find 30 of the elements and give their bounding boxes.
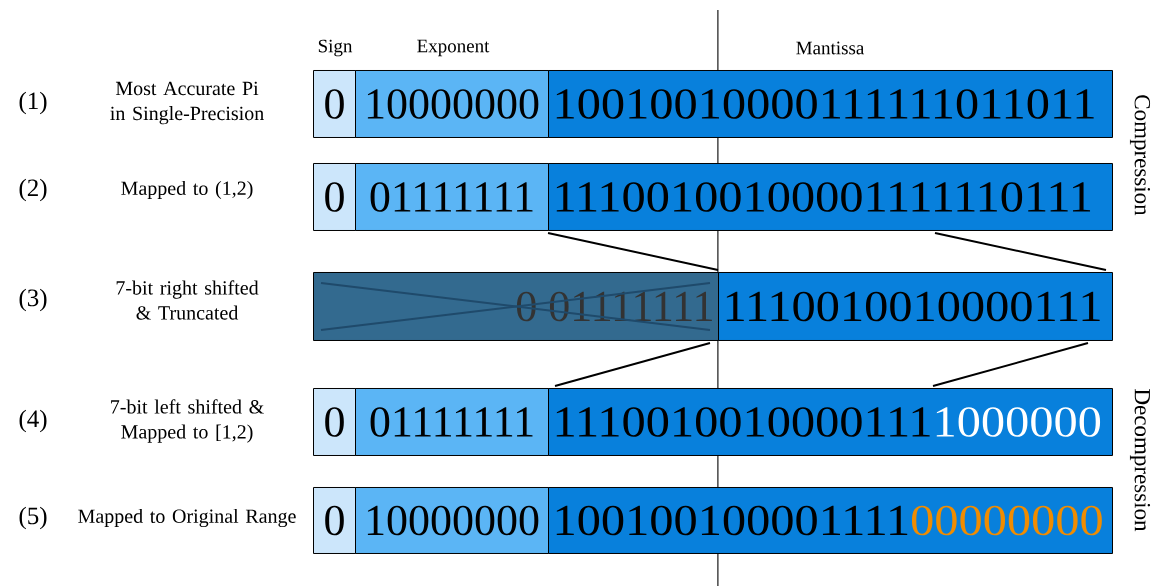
sign-bit-box: 0	[313, 70, 356, 138]
row-number: (3)	[19, 288, 47, 312]
mantissa-bits-box: 1110010010000111 1000000	[548, 388, 1113, 456]
row-number: (2)	[19, 178, 47, 202]
exponent-bits-box: 10000000	[355, 70, 549, 138]
row-number: (4)	[19, 409, 47, 433]
sign-bit-box: 0	[313, 163, 356, 231]
shift-line	[554, 342, 711, 387]
shift-line	[934, 232, 1107, 271]
row-number: (5)	[19, 506, 47, 530]
row-description: Mapped to Original Range	[78, 508, 296, 528]
mantissa-bits-box: 1110010010000111	[718, 272, 1113, 341]
mantissa-bits-box: 11100100100001111110111	[548, 163, 1113, 231]
row-description: 7-bit left shifted & Mapped to [1,2)	[111, 399, 264, 443]
exponent-bits-box: 01111111	[355, 163, 549, 231]
shift-line	[547, 232, 719, 271]
row-description: Mapped to (1,2)	[121, 180, 253, 200]
column-header: Sign	[318, 39, 353, 57]
side-label: Compression	[1129, 95, 1151, 216]
shift-line	[932, 342, 1089, 387]
side-label: Decompression	[1129, 389, 1151, 532]
exponent-bits-box: 01111111	[355, 388, 549, 456]
exponent-bits-box: 10000000	[355, 487, 549, 554]
row-description: 7-bit right shifted & Truncated	[116, 280, 259, 320]
sign-bit-box: 0	[313, 388, 356, 456]
sign-bit-box: 0	[313, 487, 356, 554]
mantissa-bits-box: 10010010000111111011011	[548, 70, 1113, 138]
mantissa-bits-box: 10010010000111100000000	[548, 487, 1113, 554]
row-number: (1)	[19, 91, 47, 115]
row-description: Most Accurate Pi in Single-Precision	[110, 81, 264, 125]
